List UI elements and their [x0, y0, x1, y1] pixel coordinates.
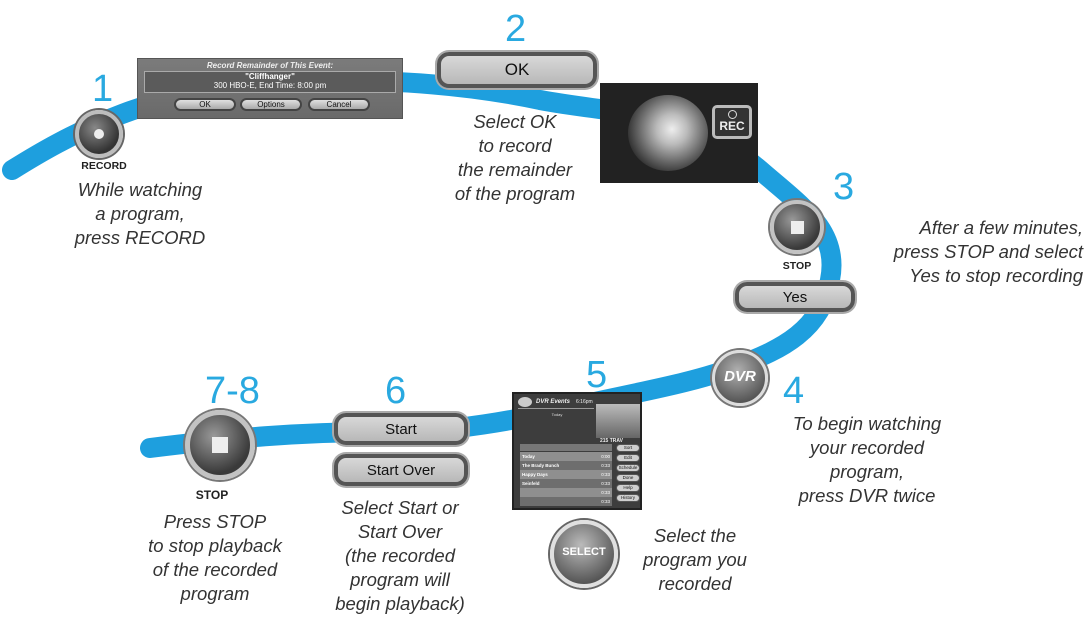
guide-schedule-button[interactable]: Schedule	[616, 464, 640, 472]
dialog-program-name: "Cliffhanger"	[245, 72, 295, 81]
record-button[interactable]	[75, 110, 123, 158]
record-remainder-dialog: Record Remainder of This Event: "Cliffha…	[137, 58, 403, 119]
start-button[interactable]: Start	[334, 413, 468, 445]
stop-button[interactable]	[770, 200, 824, 254]
record-dot-icon	[94, 129, 104, 139]
stop-square-icon	[212, 437, 228, 453]
dialog-title: Record Remainder of This Event:	[206, 61, 334, 70]
step-7-8-number: 7-8	[205, 370, 260, 412]
stop-square-icon	[791, 221, 804, 234]
step-4-number: 4	[783, 370, 805, 412]
explosion-image	[628, 95, 708, 171]
dialog-info-box: "Cliffhanger" 300 HBO-E, End Time: 8:00 …	[144, 71, 396, 93]
dvr-button[interactable]: DVR	[712, 350, 768, 406]
start-over-button[interactable]: Start Over	[334, 454, 468, 486]
dvr-button-label: DVR	[724, 368, 756, 385]
guide-history-button[interactable]: History	[616, 494, 640, 502]
guide-preview-image	[596, 404, 640, 438]
guide-done-button[interactable]: Done	[616, 474, 640, 482]
guide-title: DVR Events	[536, 399, 571, 405]
record-button-label: RECORD	[81, 160, 127, 172]
tv-screen-image: REC	[600, 83, 758, 183]
guide-row[interactable]: 0:33	[520, 488, 612, 497]
dialog-detail: 300 HBO-E, End Time: 8:00 pm	[213, 81, 327, 90]
ok-button[interactable]: OK	[437, 52, 597, 88]
step-1-number: 1	[92, 68, 114, 110]
dvr-logo-icon	[518, 397, 532, 407]
guide-channel: 215 TRAV	[600, 438, 623, 444]
guide-time: 6:16pm	[576, 399, 593, 405]
step-3-caption: After a few minutes,press STOP and selec…	[893, 217, 1083, 286]
yes-button[interactable]: Yes	[735, 282, 855, 312]
stop-button-label: STOP	[782, 260, 812, 272]
dialog-cancel-button[interactable]: Cancel	[308, 98, 370, 111]
step-5-number: 5	[586, 354, 608, 396]
select-button-label: SELECT	[562, 546, 606, 558]
dialog-ok-button[interactable]: OK	[174, 98, 236, 111]
stop-playback-button[interactable]	[185, 410, 255, 480]
guide-description: Today	[551, 412, 563, 417]
rec-label: REC	[719, 119, 745, 133]
rec-indicator: REC	[712, 105, 752, 139]
step-3-number: 3	[833, 166, 855, 208]
guide-list-header	[520, 444, 612, 451]
guide-sort-button[interactable]: Sort	[616, 444, 640, 452]
select-button[interactable]: SELECT	[550, 520, 618, 588]
guide-edit-button[interactable]: Edit	[616, 454, 640, 462]
guide-row[interactable]: 0:33	[520, 497, 612, 506]
step-6-number: 6	[385, 370, 407, 412]
dialog-options-button[interactable]: Options	[240, 98, 302, 111]
stop-playback-button-label: STOP	[195, 488, 229, 502]
rec-circle-icon	[728, 110, 737, 119]
guide-divider	[518, 408, 594, 409]
step-2-number: 2	[505, 8, 527, 50]
guide-help-button[interactable]: Help	[616, 484, 640, 492]
